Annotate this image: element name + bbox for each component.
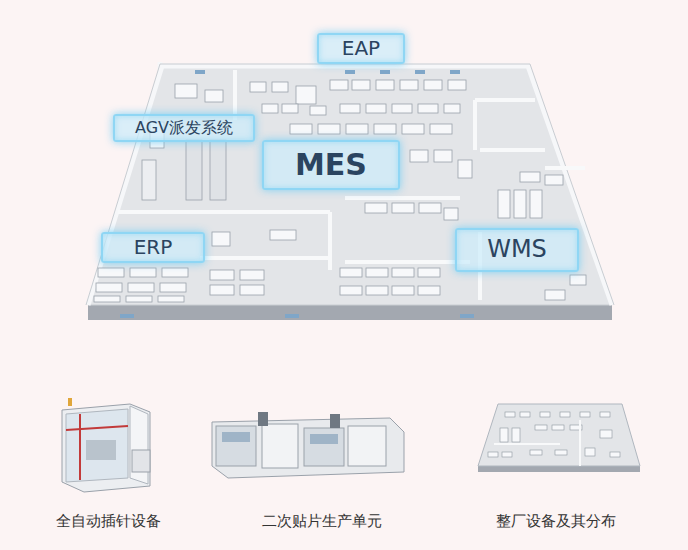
floor-edge xyxy=(88,305,612,320)
system-name: EAP xyxy=(342,37,380,60)
system-name: WMS xyxy=(487,236,547,264)
system-label-box: EAP xyxy=(317,33,405,64)
system-label-box: WMS xyxy=(455,228,579,272)
system-label-box: MES xyxy=(262,140,400,190)
system-name: AGV派发系统 xyxy=(135,119,233,137)
factory-thumbnail xyxy=(478,404,640,472)
smt-line-figure xyxy=(212,412,404,478)
equipment xyxy=(94,80,586,302)
walls xyxy=(88,62,612,305)
interior-walls xyxy=(118,70,585,300)
caption-label: 全自动插针设备 xyxy=(56,512,161,530)
system-label-box: AGV派发系统 xyxy=(113,114,255,142)
pin-machine-figure xyxy=(62,398,150,492)
system-name: ERP xyxy=(134,236,173,259)
system-label-box: ERP xyxy=(101,232,205,263)
floor xyxy=(88,66,612,305)
caption-label: 整厂设备及其分布 xyxy=(496,512,616,530)
wall-lines xyxy=(86,64,614,305)
caption-label: 二次贴片生产单元 xyxy=(262,512,382,530)
system-name: MES xyxy=(295,148,367,183)
windows xyxy=(120,70,474,318)
